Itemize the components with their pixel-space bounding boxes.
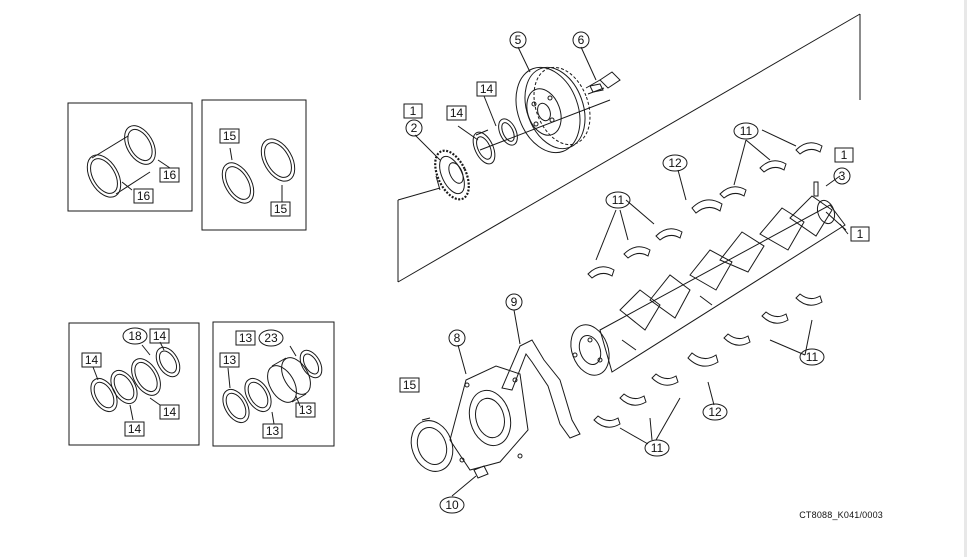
- callout-13c: 13: [299, 403, 313, 417]
- rear-gasket: [501, 339, 581, 439]
- dowel-pin: [813, 181, 819, 197]
- page-edge: [964, 0, 967, 557]
- callout-11c: 11: [806, 350, 819, 364]
- callout-15a: 15: [223, 129, 237, 143]
- rear-oil-seal: [410, 417, 454, 472]
- front-assembly-outline: [397, 13, 861, 283]
- callout-15c: 15: [403, 378, 417, 392]
- callout-14c: 14: [163, 405, 177, 419]
- inset-box-18-14: [68, 322, 200, 446]
- callout-18: 18: [128, 329, 142, 343]
- ring-14-pulley: [498, 118, 518, 146]
- callout-5: 5: [515, 33, 522, 47]
- callout-1a: 1: [410, 104, 417, 118]
- callout-16a: 16: [163, 168, 177, 182]
- callout-11b: 11: [612, 193, 625, 207]
- callout-23: 23: [264, 331, 278, 345]
- lower-bearing-shells: [593, 293, 823, 428]
- callout-8: 8: [454, 331, 461, 345]
- inset-box-15: [201, 99, 307, 231]
- callout-2: 2: [411, 121, 418, 135]
- inset-box-16: [67, 102, 193, 212]
- callout-13d: 13: [266, 424, 280, 438]
- damper-pulley: [515, 66, 591, 154]
- callout-9: 9: [511, 295, 518, 309]
- callout-10: 10: [445, 498, 459, 512]
- leader-lines: [414, 46, 849, 497]
- callout-12b: 12: [708, 405, 722, 419]
- callout-14b: 14: [85, 353, 99, 367]
- callout-15b: 15: [274, 202, 288, 216]
- callout-3: 3: [839, 169, 846, 183]
- callout-13a: 13: [239, 331, 253, 345]
- upper-bearing-shells: [587, 142, 823, 279]
- ring-14-front: [472, 129, 496, 165]
- callout-14f: 14: [480, 82, 494, 96]
- callout-14a: 14: [153, 329, 167, 343]
- rear-seal-housing: [449, 365, 529, 471]
- housing-bolt: [473, 465, 489, 479]
- callout-1c: 1: [857, 227, 864, 241]
- callout-16b: 16: [137, 189, 151, 203]
- callout-12a: 12: [668, 156, 682, 170]
- callout-11d: 11: [651, 441, 664, 455]
- callout-11a: 11: [740, 124, 753, 138]
- inset-box-13-23: [212, 321, 335, 447]
- pulley-bolt: [585, 71, 621, 95]
- crankshaft-gear: [434, 149, 470, 201]
- callout-1b: 1: [841, 148, 848, 162]
- callout-13b: 13: [223, 353, 237, 367]
- reference-code: CT8088_K041/0003: [799, 510, 883, 520]
- crankshaft: [570, 195, 847, 376]
- callout-14e: 14: [450, 106, 464, 120]
- callout-14d: 14: [128, 422, 142, 436]
- callout-6: 6: [578, 33, 585, 47]
